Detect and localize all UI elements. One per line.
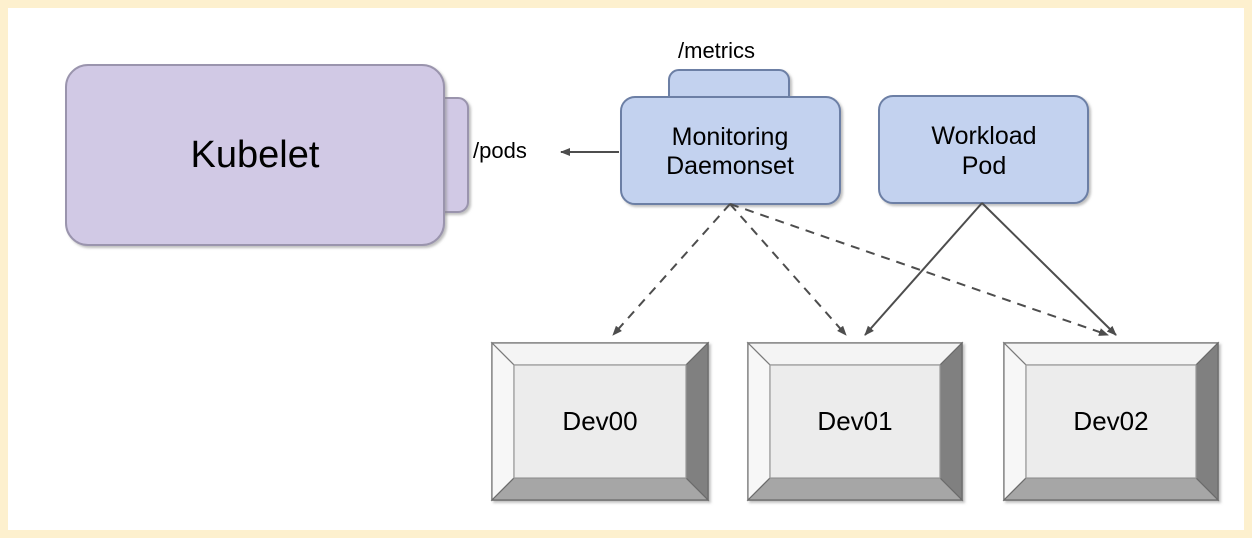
dev00-bevel-right: [685, 341, 709, 502]
dev00-bevel-top: [490, 342, 710, 366]
dev02-bevel-right: [1195, 341, 1219, 502]
node-device-dev00[interactable]: [490, 341, 710, 502]
workload-pod-body: [878, 95, 1089, 204]
dev01-screen: [769, 364, 941, 479]
dev01-bevel-top: [746, 342, 964, 366]
edge-monitoring-to-dev02: [729, 203, 1109, 336]
node-device-dev02[interactable]: [1002, 341, 1220, 502]
diagram-graphics: [65, 64, 1220, 502]
edge-monitoring-to-dev01: [729, 203, 847, 336]
monitoring-body: [620, 96, 841, 205]
edge-monitoring-to-dev00: [612, 203, 731, 336]
node-monitoring-daemonset[interactable]: [620, 69, 841, 205]
dev00-bevel-left: [491, 341, 515, 502]
edge-workload-to-dev01: [864, 202, 983, 336]
dev01-bevel-left: [747, 341, 771, 502]
dev02-screen: [1025, 364, 1197, 479]
dev00-bevel-bottom: [490, 477, 710, 501]
dev01-bevel-bottom: [746, 477, 964, 501]
dev00-screen: [513, 364, 687, 479]
dev02-bevel-bottom: [1002, 477, 1220, 501]
node-device-dev01[interactable]: [746, 341, 964, 502]
edge-workload-to-dev02: [981, 202, 1117, 336]
dev01-bevel-right: [939, 341, 963, 502]
kubelet-body: [65, 64, 445, 246]
node-workload-pod[interactable]: [878, 95, 1089, 204]
dev02-bevel-left: [1003, 341, 1027, 502]
dev02-bevel-top: [1002, 342, 1220, 366]
node-kubelet[interactable]: [65, 64, 469, 246]
